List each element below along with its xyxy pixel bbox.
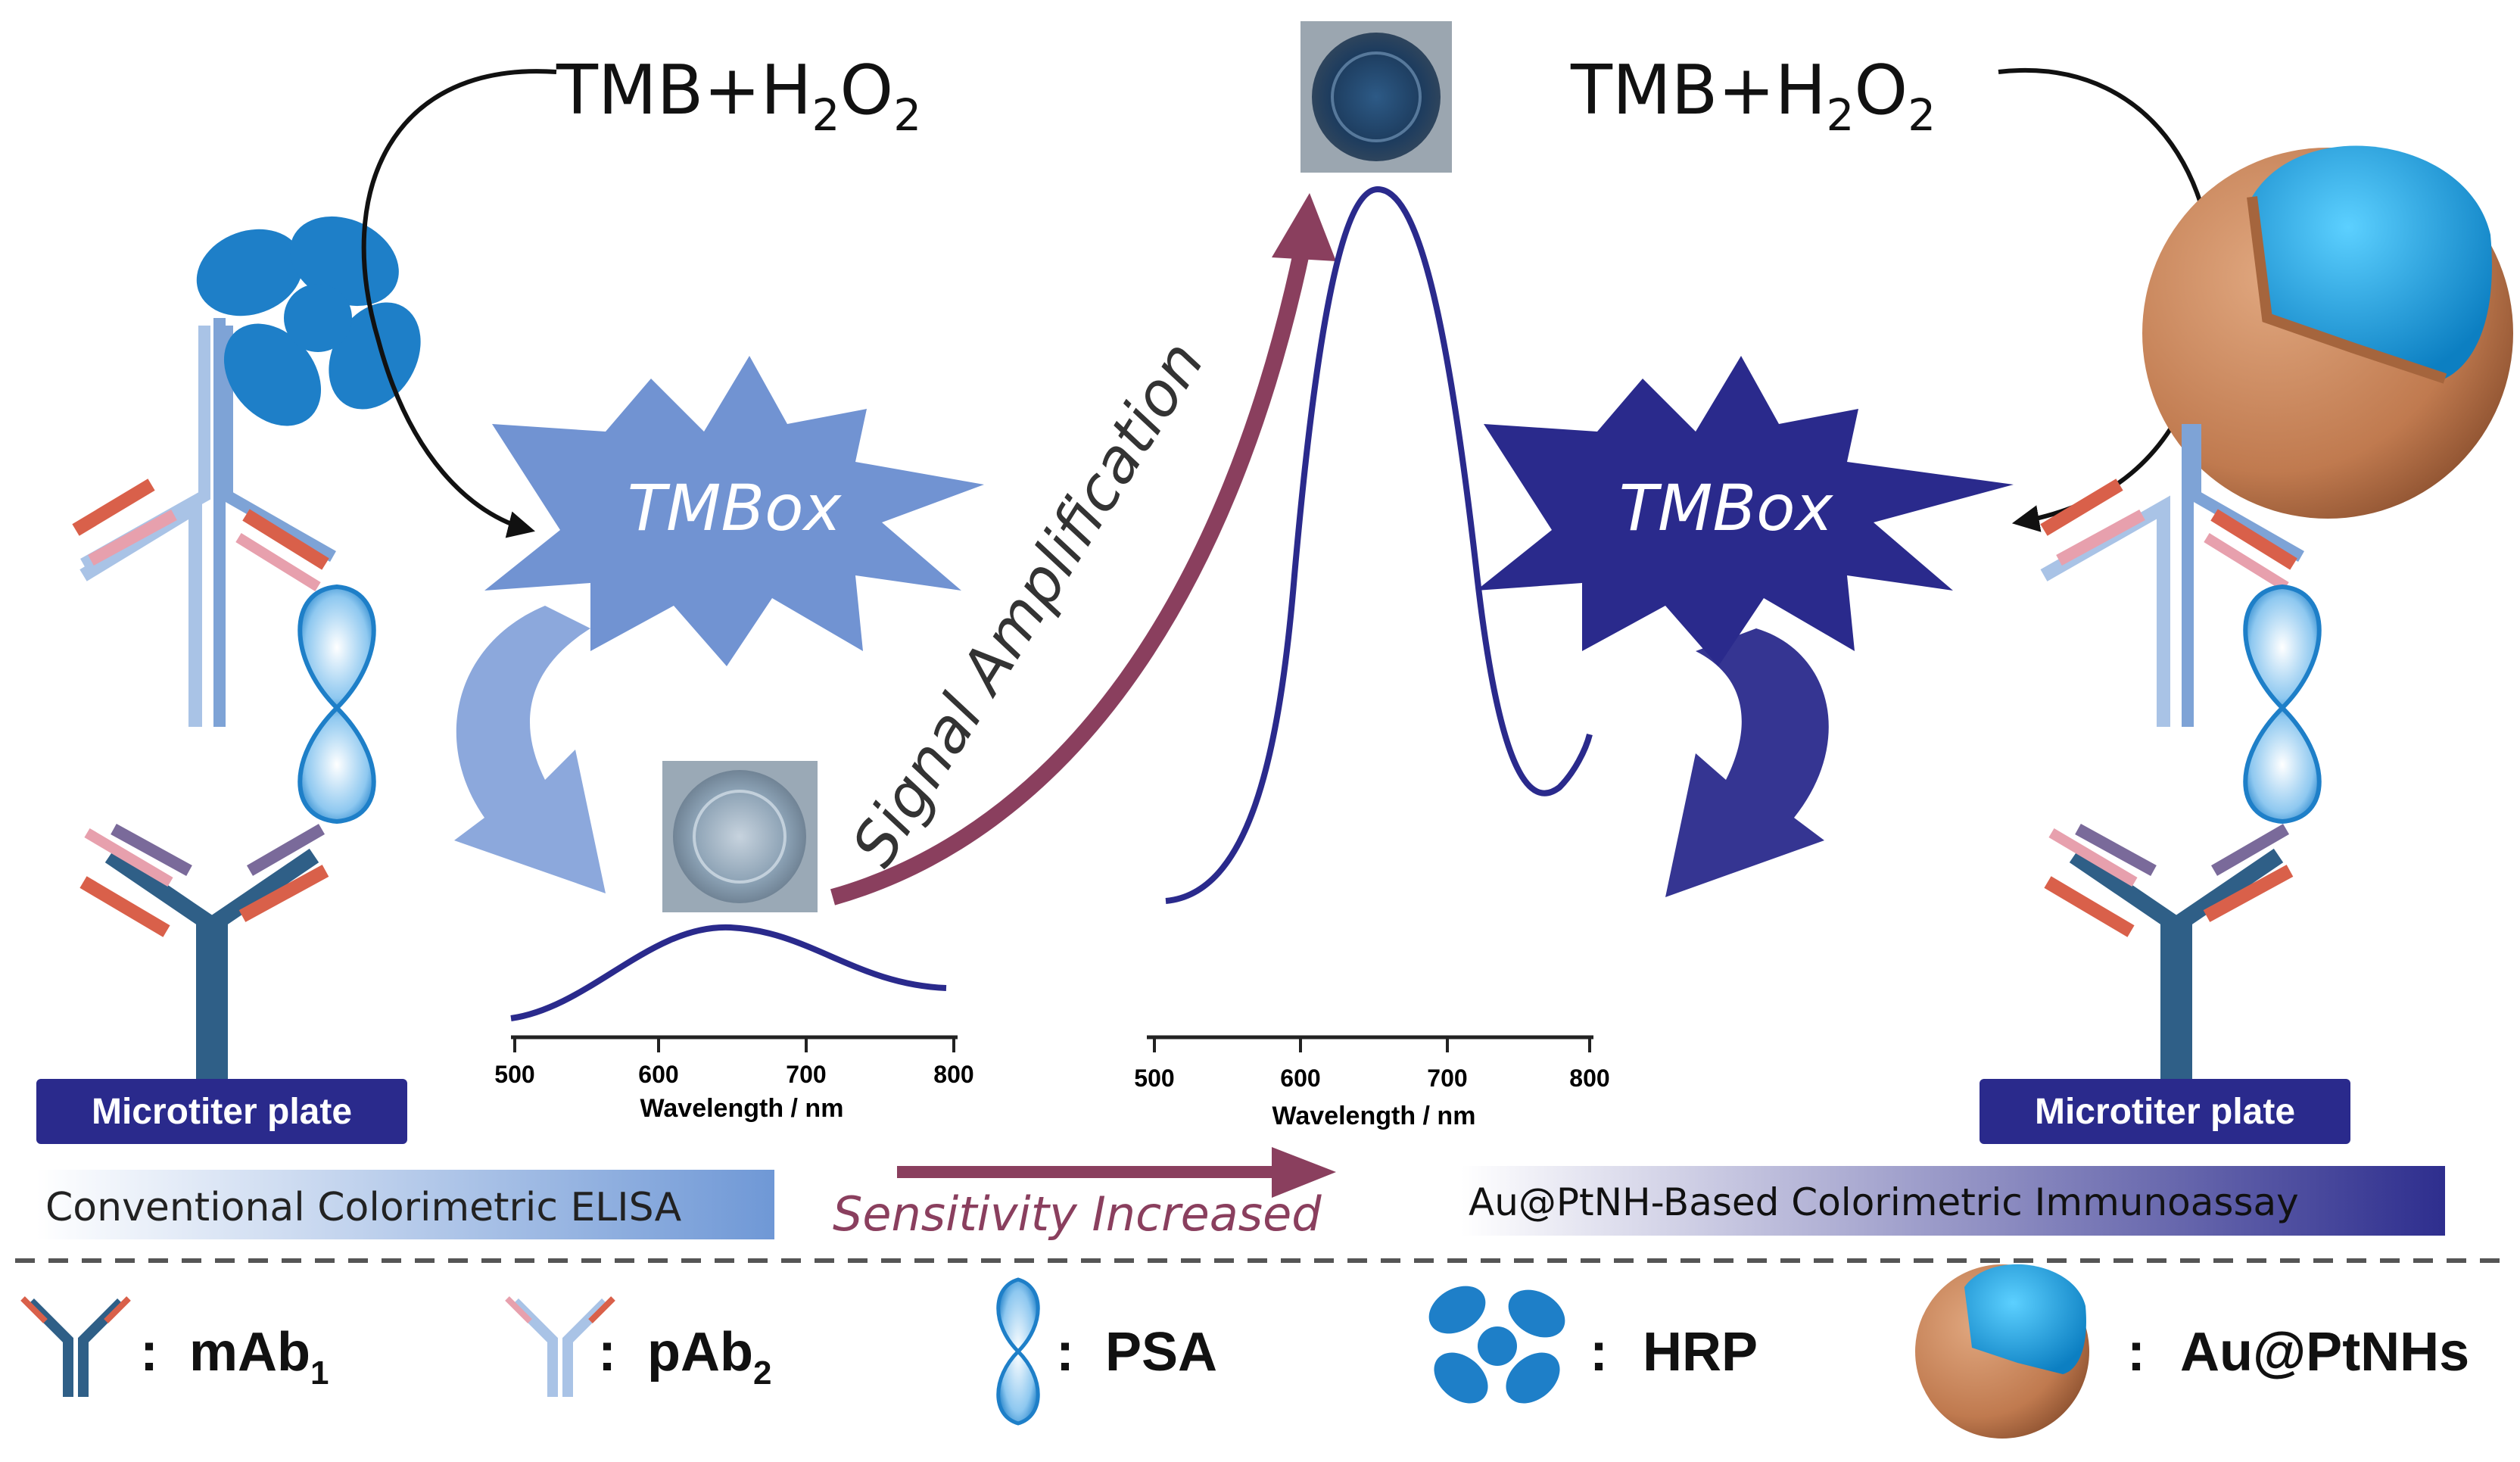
svg-text:Conventional Colorimetric ELIS: Conventional Colorimetric ELISA — [45, 1185, 682, 1230]
legend-pab2: : pAb2 — [505, 1296, 771, 1397]
svg-text:800: 800 — [1569, 1065, 1609, 1092]
svg-text:HRP: HRP — [1643, 1322, 1758, 1383]
well-photo-dark — [1300, 21, 1452, 173]
svg-text:Microtiter plate: Microtiter plate — [92, 1092, 352, 1132]
svg-text:500: 500 — [494, 1061, 534, 1088]
svg-text:Au@PtNHs: Au@PtNHs — [2180, 1322, 2469, 1383]
legend-psa: : PSA — [996, 1277, 1217, 1426]
psa-icon — [996, 1277, 1040, 1426]
svg-text:700: 700 — [786, 1061, 826, 1088]
legend-au-ptnhs: : Au@PtNHs — [1915, 1264, 2469, 1439]
well-photo-light — [662, 761, 818, 912]
spectrum-large-curve — [1165, 185, 1593, 904]
tmbox-burst-left: TMBox — [484, 356, 984, 666]
pab2-antibody-left — [72, 318, 336, 727]
svg-text::: : — [2127, 1322, 2145, 1383]
svg-text:700: 700 — [1427, 1065, 1467, 1092]
microtiter-plate-left: Microtiter plate — [36, 1079, 407, 1144]
svg-text:Au@PtNH-Based Colorimetric Imm: Au@PtNH-Based Colorimetric Immunoassay — [1469, 1180, 2299, 1224]
svg-text:600: 600 — [1280, 1065, 1320, 1092]
spectrum-small-curve — [510, 924, 947, 1021]
svg-text::: : — [598, 1322, 616, 1383]
mab1-antibody-left — [79, 823, 329, 1090]
svg-text:800: 800 — [933, 1061, 973, 1088]
color-change-arrow-right — [1665, 628, 1829, 897]
svg-text:500: 500 — [1134, 1065, 1174, 1092]
signal-amplification-arrowhead — [1272, 193, 1336, 261]
mab1-antibody-right — [2044, 823, 2294, 1090]
svg-text::: : — [1056, 1322, 1074, 1383]
spectrum-small: 500 600 700 800 Wavelength / nm — [494, 924, 974, 1123]
svg-text:Wavelength / nm: Wavelength / nm — [640, 1094, 844, 1123]
signal-amplification-arrow — [830, 248, 1310, 906]
reagent-label-right: TMB+H2O2 — [1570, 51, 1936, 141]
svg-text:TMBox: TMBox — [1619, 471, 1834, 545]
svg-text:mAb1: mAb1 — [189, 1322, 329, 1392]
method-bar-left: Conventional Colorimetric ELISA — [36, 1170, 774, 1239]
psa-antigen-right — [2243, 584, 2322, 825]
hrp-icon — [1428, 1286, 1565, 1404]
au-ptnh-nanoparticle — [2142, 145, 2513, 519]
svg-text::: : — [140, 1322, 158, 1383]
au-ptnhs-icon — [1915, 1264, 2089, 1439]
svg-text:pAb2: pAb2 — [647, 1322, 771, 1392]
svg-text:600: 600 — [638, 1061, 678, 1088]
svg-text:Sensitivity Increased: Sensitivity Increased — [833, 1186, 1322, 1242]
reaction-arrow-left — [361, 69, 557, 538]
svg-text:TMBox: TMBox — [628, 471, 843, 545]
reagent-label-left: TMB+H2O2 — [556, 51, 921, 141]
svg-text::: : — [1590, 1322, 1608, 1383]
microtiter-plate-right: Microtiter plate — [1980, 1079, 2350, 1144]
svg-text:Wavelength / nm: Wavelength / nm — [1272, 1102, 1476, 1130]
svg-text:Microtiter plate: Microtiter plate — [2035, 1092, 2295, 1132]
spectrum-large: 500 600 700 800 Wavelength / nm — [1134, 185, 1610, 1130]
psa-antigen-left — [297, 584, 376, 825]
legend-mab1: : mAb1 — [20, 1296, 329, 1397]
svg-text:PSA: PSA — [1105, 1322, 1217, 1383]
legend-hrp: : HRP — [1428, 1286, 1758, 1404]
tmbox-burst-right: TMBox — [1476, 356, 2014, 666]
pab2-antibody-right — [2040, 424, 2304, 727]
hrp-enzyme-icon — [196, 216, 421, 426]
method-bar-right: Au@PtNH-Based Colorimetric Immunoassay — [1461, 1166, 2445, 1236]
sensitivity-arrow: Sensitivity Increased — [833, 1147, 1336, 1242]
color-change-arrow-left — [454, 606, 606, 893]
